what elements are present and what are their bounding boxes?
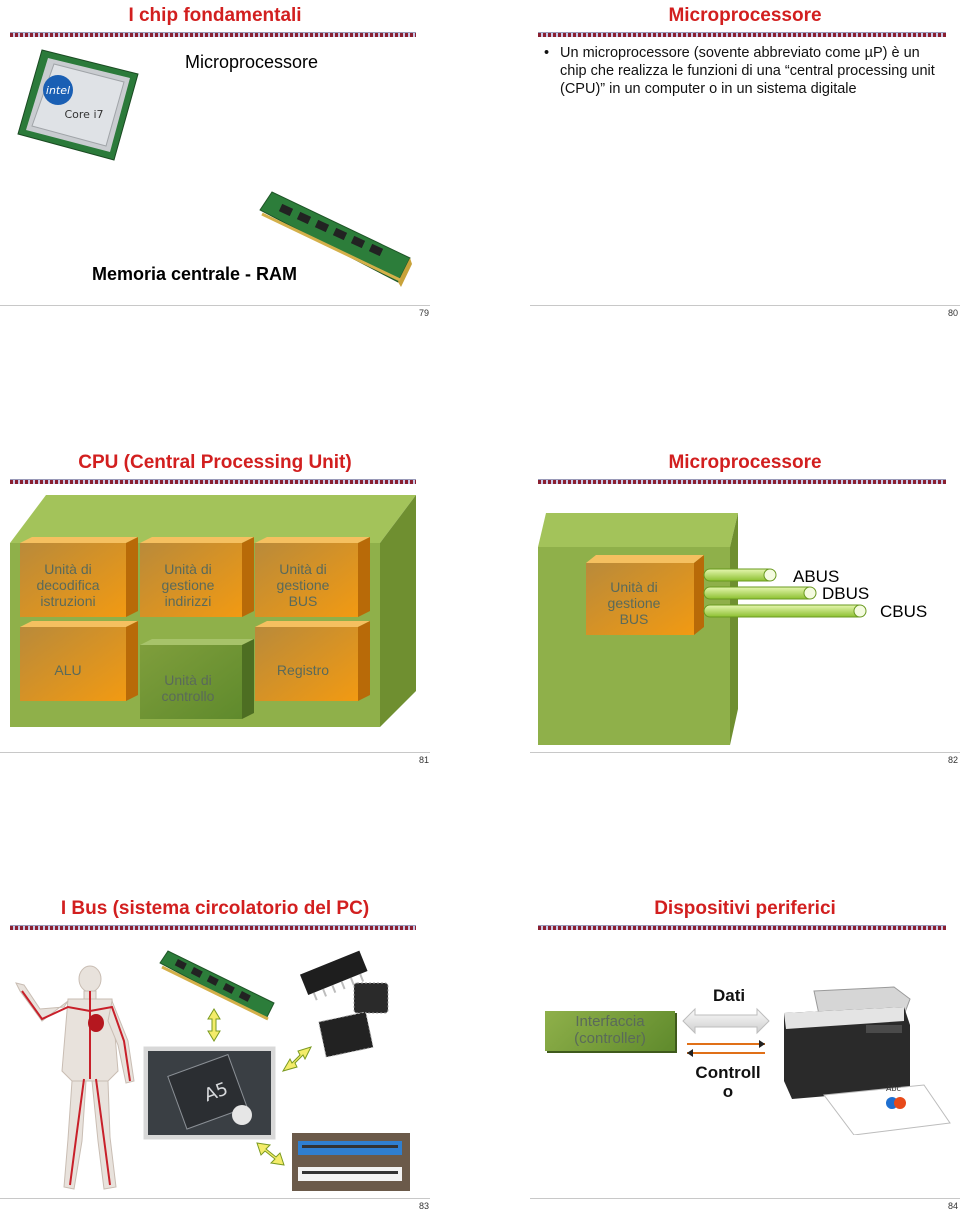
svg-text:Core i7: Core i7 xyxy=(64,108,103,121)
microprocessor-bus-diagram: Unità di gestione BUS xyxy=(538,513,867,745)
human-circulatory-image xyxy=(15,965,135,1190)
svg-text:Abc: Abc xyxy=(886,1084,901,1093)
slide-title: Microprocessore xyxy=(668,452,822,473)
unit-address-block: Unità di gestione indirizzi xyxy=(140,537,254,617)
page-number: 79 xyxy=(419,308,430,318)
svg-text:Unità di: Unità di xyxy=(164,672,211,688)
control-label-line: Controll xyxy=(695,1063,761,1082)
printer-image: Abc xyxy=(784,986,951,1135)
svg-text:BUS: BUS xyxy=(289,593,318,609)
a5-processor-image: A5 xyxy=(142,1045,277,1141)
page-separator xyxy=(530,305,960,306)
ram-module-image xyxy=(159,950,275,1021)
unit-bus-block: Unità di gestione BUS xyxy=(255,537,370,617)
svg-text:gestione: gestione xyxy=(162,577,215,593)
cbus-tube xyxy=(703,604,867,618)
title-rule xyxy=(10,32,416,37)
slide-84: Dispositivi periferici Interfaccia (cont… xyxy=(530,893,960,1211)
cpu-label: Microprocessore xyxy=(185,52,319,72)
unit-control-block: Unità di controllo xyxy=(140,639,254,719)
svg-text:intel: intel xyxy=(46,84,70,97)
svg-text:Unità di: Unità di xyxy=(279,561,326,577)
bullet-icon: • xyxy=(544,45,550,61)
control-label-line: o xyxy=(722,1082,734,1101)
title-rule xyxy=(538,479,946,484)
svg-text:controllo: controllo xyxy=(162,688,215,704)
svg-text:Unità di: Unità di xyxy=(44,561,91,577)
slide-title: Microprocessore xyxy=(668,5,822,26)
interface-label: Interfaccia xyxy=(575,1013,645,1030)
title-rule xyxy=(10,479,416,484)
slide-79: I chip fondamentali intel Core i7 Microp… xyxy=(0,0,430,320)
slide-80: Microprocessore • Un microprocessore (so… xyxy=(530,0,960,320)
slide-82: Microprocessore Unità di gestione BUS xyxy=(530,447,960,767)
dbus-tube xyxy=(703,586,817,600)
slide-83: I Bus (sistema circolatorio del PC) xyxy=(0,893,430,1211)
slide-title: Dispositivi periferici xyxy=(654,898,836,919)
slide-title: I chip fondamentali xyxy=(128,5,302,26)
ide-connector-image xyxy=(292,1133,410,1191)
page-number: 80 xyxy=(948,308,959,318)
control-label: Controll o xyxy=(690,1063,766,1101)
svg-text:ALU: ALU xyxy=(54,662,81,678)
bus-unit-block: Unità di gestione BUS xyxy=(586,555,704,635)
dbus-label: DBUS xyxy=(822,584,870,603)
bullet-text: Un microprocessore (sovente abbreviato c… xyxy=(560,45,935,97)
svg-text:Registro: Registro xyxy=(277,662,329,678)
abus-tube xyxy=(703,568,777,582)
data-label: Dati xyxy=(713,986,746,1005)
page-number: 81 xyxy=(419,755,430,765)
ic-chips-image xyxy=(299,950,389,1058)
svg-text:istruzioni: istruzioni xyxy=(40,593,95,609)
unit-decode-block: Unità di decodifica istruzioni xyxy=(20,537,138,617)
page-separator xyxy=(0,752,430,753)
control-arrows xyxy=(687,1040,765,1057)
interface-label: (controller) xyxy=(574,1030,646,1047)
svg-text:gestione: gestione xyxy=(277,577,330,593)
page-separator xyxy=(530,1198,960,1199)
svg-text:BUS: BUS xyxy=(620,611,649,627)
svg-text:gestione: gestione xyxy=(608,595,661,611)
page-number: 84 xyxy=(948,1201,959,1211)
svg-text:indirizzi: indirizzi xyxy=(165,593,212,609)
svg-text:Unità di: Unità di xyxy=(610,579,657,595)
ram-module-image xyxy=(259,191,412,287)
page-separator xyxy=(530,752,960,753)
cpu-chip-image: intel Core i7 xyxy=(17,49,139,161)
interface-box: Interfaccia (controller) xyxy=(545,1011,675,1051)
cpu-block-diagram: Unità di decodifica istruzioni Unità di … xyxy=(10,495,416,727)
cbus-label: CBUS xyxy=(880,602,928,621)
page-separator xyxy=(0,1198,430,1199)
page-separator xyxy=(0,305,430,306)
abus-label: ABUS xyxy=(793,567,840,586)
title-rule xyxy=(10,925,416,930)
svg-text:Unità di: Unità di xyxy=(164,561,211,577)
page-number: 82 xyxy=(948,755,959,765)
slide-title: I Bus (sistema circolatorio del PC) xyxy=(60,898,370,919)
title-rule xyxy=(538,32,946,37)
unit-register-block: Registro xyxy=(255,621,370,701)
bullet-item: • Un microprocessore (sovente abbreviato… xyxy=(544,44,944,98)
slide-81: CPU (Central Processing Unit) Unità di d… xyxy=(0,447,430,767)
page-number: 83 xyxy=(419,1201,430,1211)
ram-label: Memoria centrale - RAM xyxy=(92,264,298,284)
svg-text:decodifica: decodifica xyxy=(36,577,99,593)
slide-title: CPU (Central Processing Unit) xyxy=(78,452,352,473)
unit-alu-block: ALU xyxy=(20,621,138,701)
title-rule xyxy=(538,925,946,930)
data-double-arrow xyxy=(682,1007,770,1035)
